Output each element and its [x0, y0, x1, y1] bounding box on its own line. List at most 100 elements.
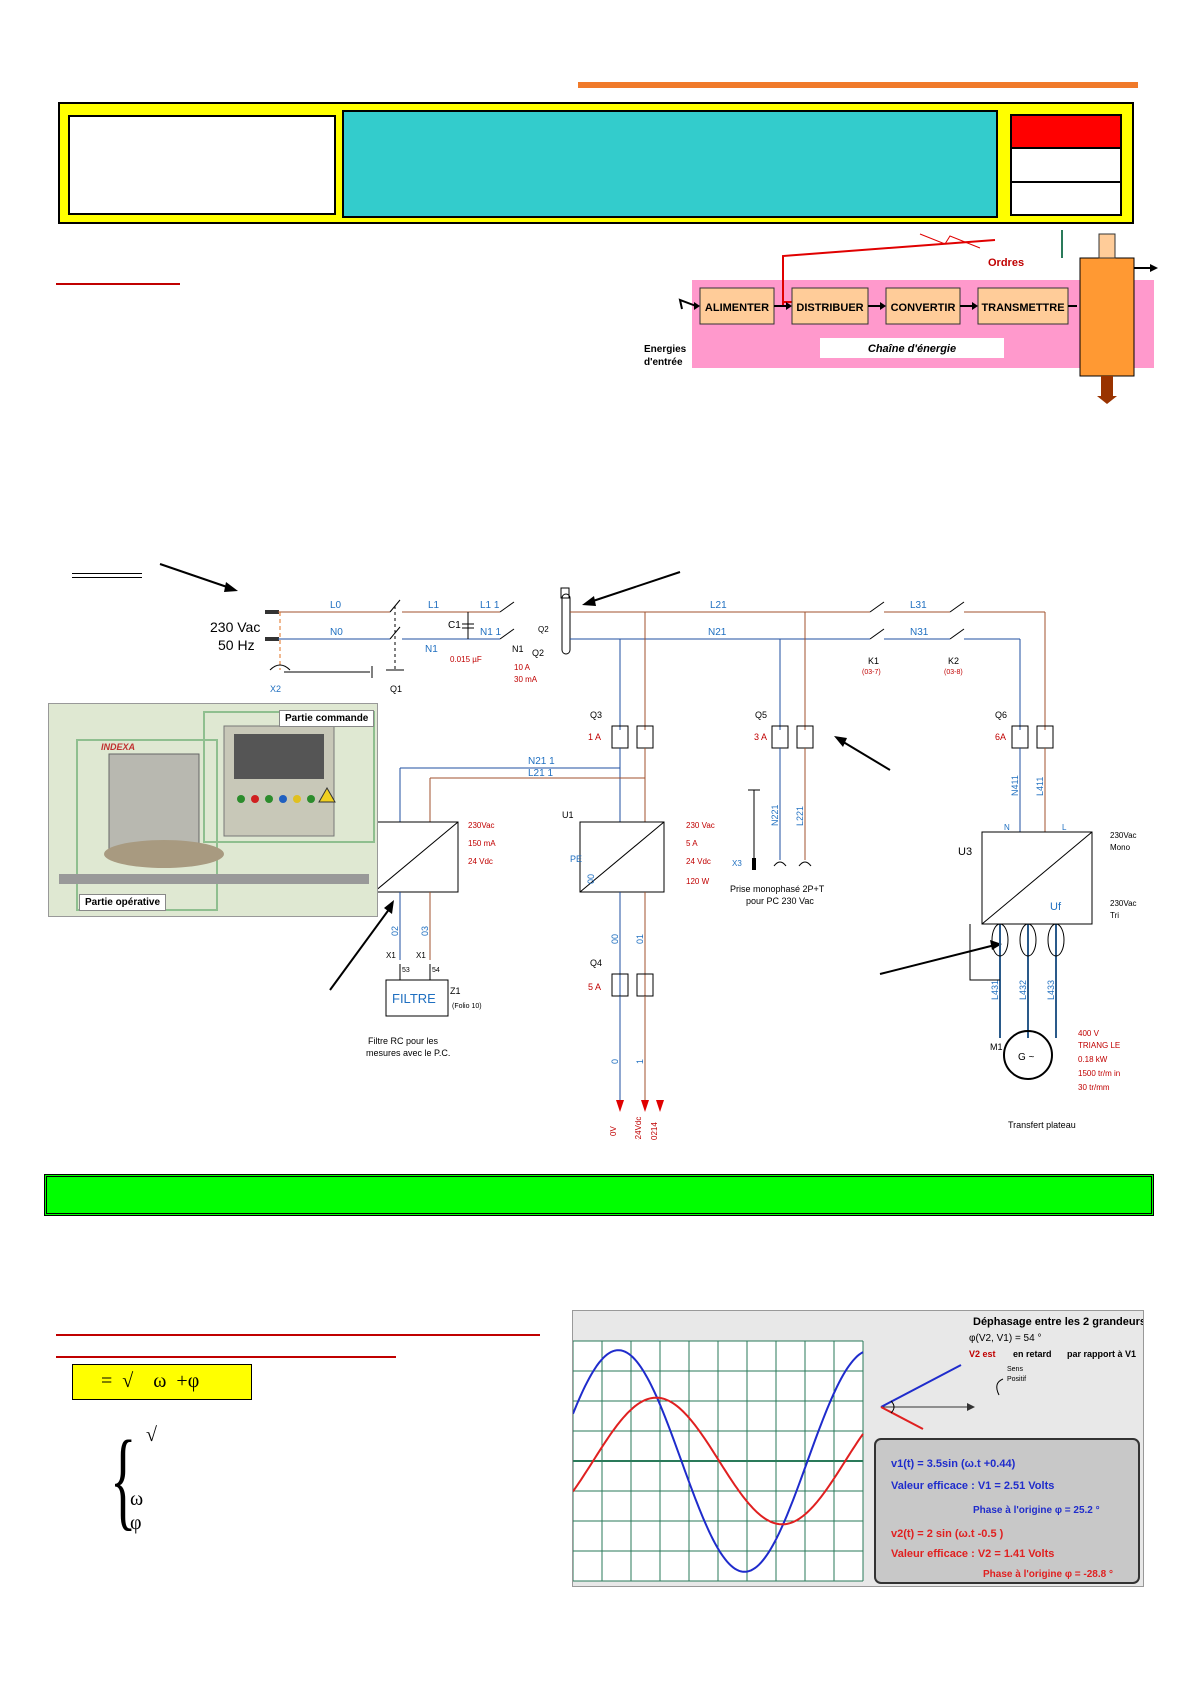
- orders-line: [782, 239, 996, 306]
- phasor-v2: [880, 1406, 924, 1430]
- label-l21: L21: [710, 600, 727, 611]
- q2-value-2: 30 mA: [514, 675, 538, 684]
- output-label-1: 0V: [609, 1126, 618, 1136]
- transfer-caption: Transfert plateau: [1008, 1120, 1076, 1130]
- section-underline-1: [56, 283, 180, 285]
- q2-test-button: [560, 587, 570, 599]
- header-right-cell-2: [1010, 149, 1122, 183]
- q6-value: 6A: [995, 732, 1006, 742]
- section-banner: [44, 1174, 1154, 1216]
- socket-pole-1: [773, 861, 787, 867]
- u2-spec-1: 230Vac: [468, 821, 495, 830]
- supply-voltage: 230 Vac: [210, 619, 260, 635]
- arrow-3-head: [972, 302, 978, 310]
- waveform-v2: [572, 1396, 864, 1526]
- formula-text: = √ ω +φ: [101, 1370, 200, 1392]
- label-q4: Q4: [590, 958, 602, 968]
- label-c1: C1: [448, 620, 461, 631]
- pointer-arrow-supply-head: [224, 582, 238, 592]
- output-arrow-1: [616, 1100, 624, 1112]
- scope-sens: Sens: [1007, 1366, 1023, 1373]
- u3-spec-bot-1: 230Vac: [1110, 899, 1137, 908]
- label-x2: X2: [270, 684, 281, 694]
- terminal-l: [265, 610, 279, 614]
- label-k2: K2: [948, 656, 959, 666]
- oscilloscope-panel: Déphasage entre les 2 grandeurs : φ(V2, …: [572, 1310, 1153, 1587]
- scope-positif: Positif: [1007, 1376, 1026, 1383]
- header-title-box: [342, 110, 998, 218]
- cable-ring-2: [1019, 923, 1037, 957]
- x1a-pin: 53: [402, 967, 410, 974]
- u3-spec-bot-2: Tri: [1110, 911, 1119, 920]
- c1-value: 0.015 µF: [450, 655, 482, 664]
- label-n11: N1 1: [480, 627, 502, 638]
- waveform-v1: [572, 1349, 864, 1573]
- label-partie-operative: Partie opérative: [79, 894, 167, 911]
- z1-ref: (Folio 10): [452, 1003, 482, 1010]
- label-n411: N411: [1010, 775, 1020, 796]
- label-q2-n2: Q2: [538, 625, 549, 634]
- pointer-arrow-u2: [329, 907, 391, 991]
- u2-diagonal: [373, 821, 459, 893]
- k1-contact-2: [869, 628, 885, 640]
- u3-spec-top-2: Mono: [1110, 843, 1131, 852]
- label-x1b: X1: [416, 951, 426, 960]
- chain-label-box: [820, 338, 1004, 358]
- scope-title: Déphasage entre les 2 grandeurs :: [973, 1316, 1143, 1328]
- effector-top-arrow: [1098, 233, 1116, 259]
- motor-spec-4: 1500 tr/m in: [1078, 1069, 1120, 1078]
- label-z1: Z1: [450, 986, 461, 996]
- filter-caption-2: mesures avec le P.C.: [366, 1048, 450, 1058]
- u1-diagonal: [579, 821, 665, 893]
- u1-spec-3: 24 Vdc: [686, 857, 711, 866]
- header-right-cell-3: [1010, 183, 1122, 216]
- filter-caption-1: Filtre RC pour les: [368, 1036, 439, 1046]
- electrical-schematic: 230 Vac 50 Hz L0 N0 X2 Q1 L1 N1 C1 0.015…: [159, 563, 1137, 1140]
- scope-lag-2: en retard: [1013, 1349, 1052, 1359]
- scope-info-box: [874, 1438, 1140, 1584]
- label-l11: L1 1: [480, 600, 500, 611]
- block-convertir-label: CONVERTIR: [891, 302, 956, 314]
- arrow-1-head: [786, 302, 792, 310]
- label-n221: N221: [770, 804, 780, 826]
- orange-top-rule: [578, 82, 1138, 88]
- q2-toroid: [561, 593, 571, 655]
- section-underline-2: [56, 1334, 540, 1336]
- filter-label: FILTRE: [392, 991, 436, 1006]
- effector-block: [1079, 257, 1135, 377]
- q4-value: 5 A: [588, 982, 601, 992]
- label-partie-commande: Partie commande: [279, 710, 375, 727]
- phase-angle-arc: [890, 1400, 895, 1414]
- machine-photo: INDEXA Partie commande Partie opérative: [48, 703, 378, 917]
- warning-icon: [318, 786, 336, 803]
- label-pe-u1: PE: [570, 854, 582, 864]
- pointer-arrow-q5: [839, 739, 891, 771]
- u1-spec-4: 120 W: [686, 877, 710, 886]
- block-alimenter-label: ALIMENTER: [705, 302, 769, 314]
- header-right-red-cell: [1010, 114, 1122, 149]
- section-double-underline: [72, 573, 142, 578]
- phasor-v1: [880, 1364, 962, 1408]
- brace-line-1: √: [146, 1424, 157, 1446]
- socket-caption-1: Prise monophasé 2P+T: [730, 884, 825, 894]
- orders-zigzag: [919, 233, 981, 249]
- u3-diagonal: [981, 831, 1093, 925]
- output-label-2: +24Vdc: [634, 1117, 643, 1140]
- label-u3-n: N: [1004, 823, 1010, 832]
- brand-label: INDEXA: [101, 742, 135, 752]
- output-label-3: 0214: [650, 1122, 659, 1140]
- label-01: 01: [635, 934, 645, 944]
- label-03: 03: [420, 926, 430, 936]
- brace-symbol: {: [110, 1418, 137, 1540]
- label-l211: L21 1: [528, 768, 553, 779]
- input-arrow-head: [694, 302, 700, 310]
- cable-ring-3: [1047, 923, 1065, 957]
- scope-v1-equation: v1(t) = 3.5sin (ω.t +0.44): [891, 1458, 1016, 1470]
- block-alimenter: [699, 287, 775, 325]
- label-n31: N31: [910, 627, 929, 638]
- label-n211: N21 1: [528, 756, 555, 767]
- scope-lag-3: par rapport à V1: [1067, 1349, 1136, 1359]
- q2-value-1: 10 A: [514, 663, 531, 672]
- arrow-2-head: [880, 302, 886, 310]
- k1-contact-1: [869, 601, 885, 613]
